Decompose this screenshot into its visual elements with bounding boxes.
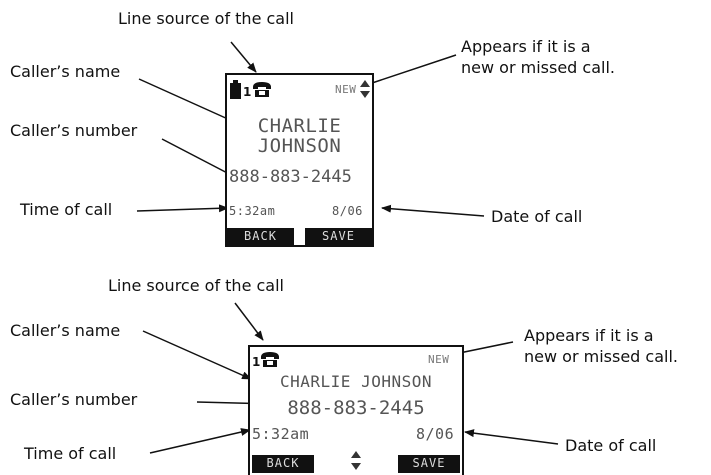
new-indicator: NEW [335,83,357,96]
caller-number-2: 888-883-2445 [287,397,425,419]
caller-name-line1: CHARLIE [257,115,342,137]
arrow-new [359,54,457,88]
call-date-2: 8/06 [416,425,455,443]
arrow-caller-name [138,78,240,125]
arrow-time [136,204,229,213]
call-time: 5:32am [229,204,276,218]
save-softkey[interactable]: SAVE [305,228,372,245]
handset-screen-top: 1 NEW CHARLIE JOHNSON 888-883-2445 5:32a… [225,73,374,247]
caller-number: 888-883-2445 [229,167,352,187]
new-indicator-2: NEW [428,353,450,366]
arrow-time-2 [149,428,251,454]
arrow-date-2 [464,429,559,445]
back-softkey[interactable]: BACK [227,228,294,245]
back-softkey-2[interactable]: BACK [252,455,314,473]
label-caller-number: Caller’s number [10,121,138,140]
label-caller-name: Caller’s name [10,62,121,81]
line-number-2: 1 [252,355,261,369]
battery-icon [230,80,241,99]
label-new-line2: new or missed call. [461,58,615,77]
label-new-line2-2: new or missed call. [524,347,678,366]
telephone-icon-2 [261,352,279,367]
label-line-source-2: Line source of the call [108,276,284,295]
label-time-2: Time of call [24,444,117,463]
arrow-line-source-2 [234,302,264,341]
label-new-line1: Appears if it is a [461,37,591,56]
up-down-arrows-icon-2 [351,451,361,470]
label-date-2: Date of call [565,436,657,455]
arrow-caller-name-2 [142,330,252,380]
handset-screen-bottom: 1 NEW CHARLIE JOHNSON 888-883-2445 5:32a… [248,345,464,475]
call-time-2: 5:32am [252,425,310,443]
telephone-icon [253,82,271,97]
label-date: Date of call [491,207,583,226]
arrow-line-source [230,41,257,73]
caller-name-line2: JOHNSON [257,135,342,157]
save-softkey-2[interactable]: SAVE [398,455,460,473]
label-caller-number-2: Caller’s number [10,390,138,409]
up-down-arrows-icon [360,80,370,98]
arrow-caller-number [161,138,236,178]
arrow-date [381,204,485,217]
label-line-source: Line source of the call [118,9,294,28]
label-caller-name-2: Caller’s name [10,321,121,340]
line-number: 1 [243,85,252,99]
label-new-line1-2: Appears if it is a [524,326,654,345]
label-time: Time of call [20,200,113,219]
caller-name-2: CHARLIE JOHNSON [280,372,432,391]
call-date: 8/06 [332,204,363,218]
